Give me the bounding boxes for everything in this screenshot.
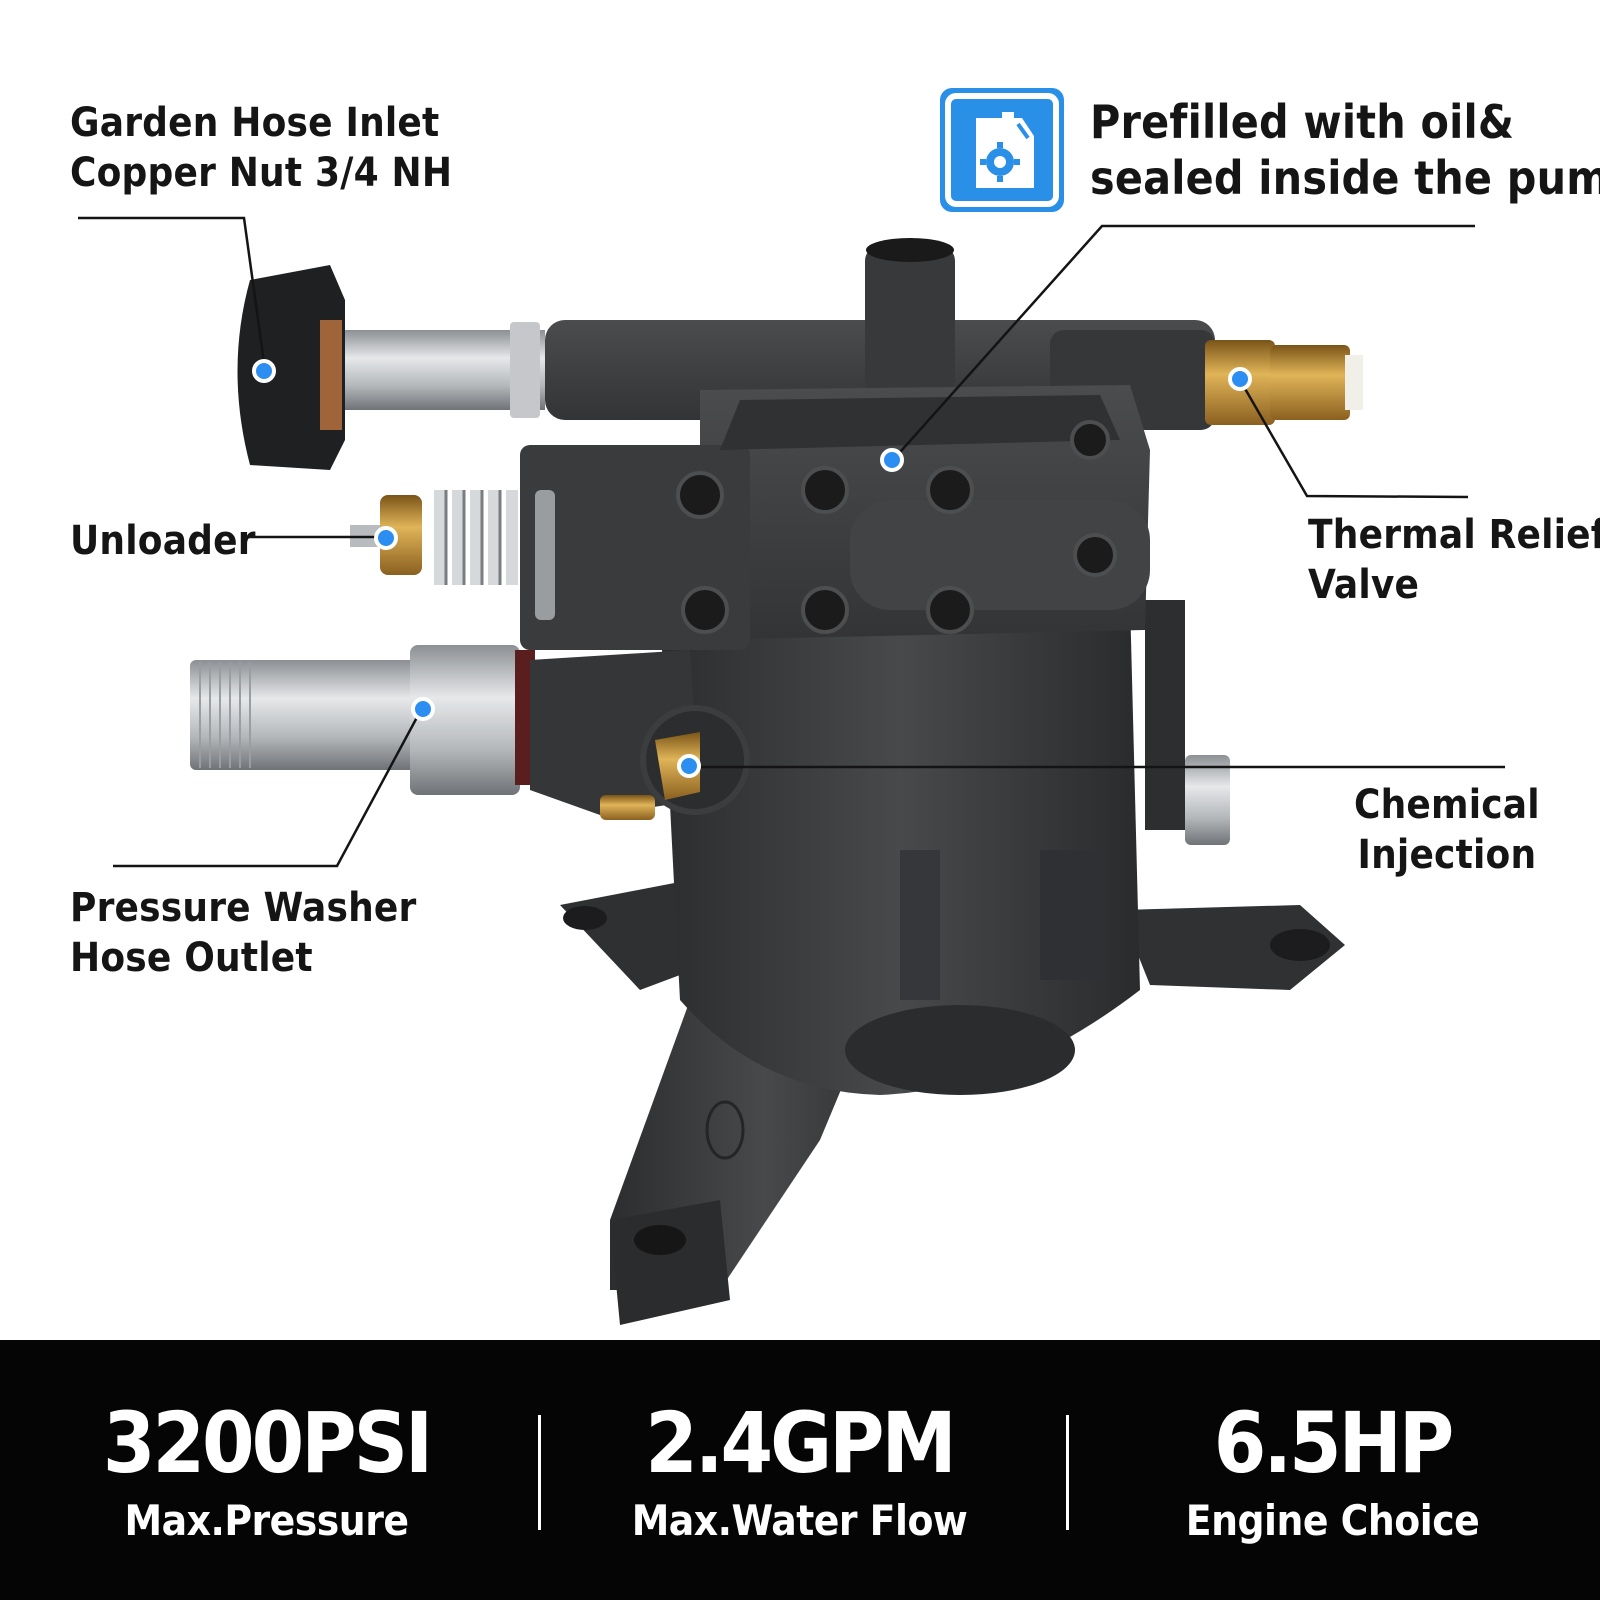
- marker-thermal-relief: [1228, 367, 1252, 391]
- callout-line: Thermal Relief: [1308, 512, 1600, 558]
- callout-line: Unloader: [70, 518, 256, 564]
- callout-pressure-washer-hose-outlet: Pressure Washer Hose Outlet: [70, 883, 416, 983]
- marker-garden-hose-inlet: [252, 359, 276, 383]
- garden-hose-inlet-part: [237, 265, 545, 470]
- pressure-washer-pump-image: [78, 216, 1505, 1325]
- spec-engine-choice: 6.5HP Engine Choice: [1066, 1395, 1599, 1551]
- spec-bar: 3200PSI Max.Pressure 2.4GPM Max.Water Fl…: [0, 1340, 1600, 1600]
- callout-line: Pressure Washer: [70, 885, 417, 931]
- callout-chemical-injection: Chemical Injection: [1354, 780, 1540, 880]
- callout-leader-lines: [78, 216, 1505, 868]
- oil-jug-gear-icon: [940, 88, 1064, 212]
- spec-divider: [538, 1415, 541, 1530]
- spec-label: Max.Water Flow: [631, 1496, 968, 1545]
- unloader-part: [350, 490, 555, 620]
- callout-line: Copper Nut 3/4 NH: [70, 150, 453, 196]
- callout-line: Hose Outlet: [70, 935, 313, 981]
- callout-line: sealed inside the pump: [1090, 151, 1600, 205]
- spec-value: 3200PSI: [102, 1394, 433, 1492]
- spec-value: 6.5HP: [1213, 1394, 1455, 1492]
- callout-line: Garden Hose Inlet: [70, 100, 440, 146]
- spec-divider: [1066, 1415, 1069, 1530]
- callout-line: Injection: [1357, 832, 1537, 878]
- marker-unloader: [374, 526, 398, 550]
- callout-prefilled-oil: Prefilled with oil& sealed inside the pu…: [1090, 94, 1600, 206]
- callout-line: Valve: [1308, 562, 1420, 608]
- pump-crankcase: [660, 600, 1230, 1095]
- callout-unloader: Unloader: [70, 516, 256, 566]
- spec-label: Max.Pressure: [124, 1496, 409, 1545]
- callout-line: Prefilled with oil&: [1090, 95, 1515, 149]
- pump-head: [520, 385, 1150, 650]
- spec-max-water-flow: 2.4GPM Max.Water Flow: [533, 1395, 1066, 1551]
- spec-label: Engine Choice: [1185, 1496, 1480, 1545]
- spec-max-pressure: 3200PSI Max.Pressure: [0, 1395, 533, 1551]
- marker-oil: [880, 448, 904, 472]
- pressure-washer-outlet-part: [190, 645, 700, 820]
- callout-markers: [252, 359, 1252, 778]
- marker-chemical-injection: [677, 754, 701, 778]
- spec-value: 2.4GPM: [645, 1394, 956, 1492]
- marker-hose-outlet: [411, 697, 435, 721]
- head-bolts: [676, 420, 1117, 634]
- callout-thermal-relief-valve: Thermal Relief Valve: [1308, 510, 1600, 610]
- callout-line: Chemical: [1354, 782, 1540, 828]
- callout-garden-hose-inlet: Garden Hose Inlet Copper Nut 3/4 NH: [70, 98, 452, 198]
- product-illustration: Garden Hose Inlet Copper Nut 3/4 NH Unlo…: [70, 88, 1600, 1325]
